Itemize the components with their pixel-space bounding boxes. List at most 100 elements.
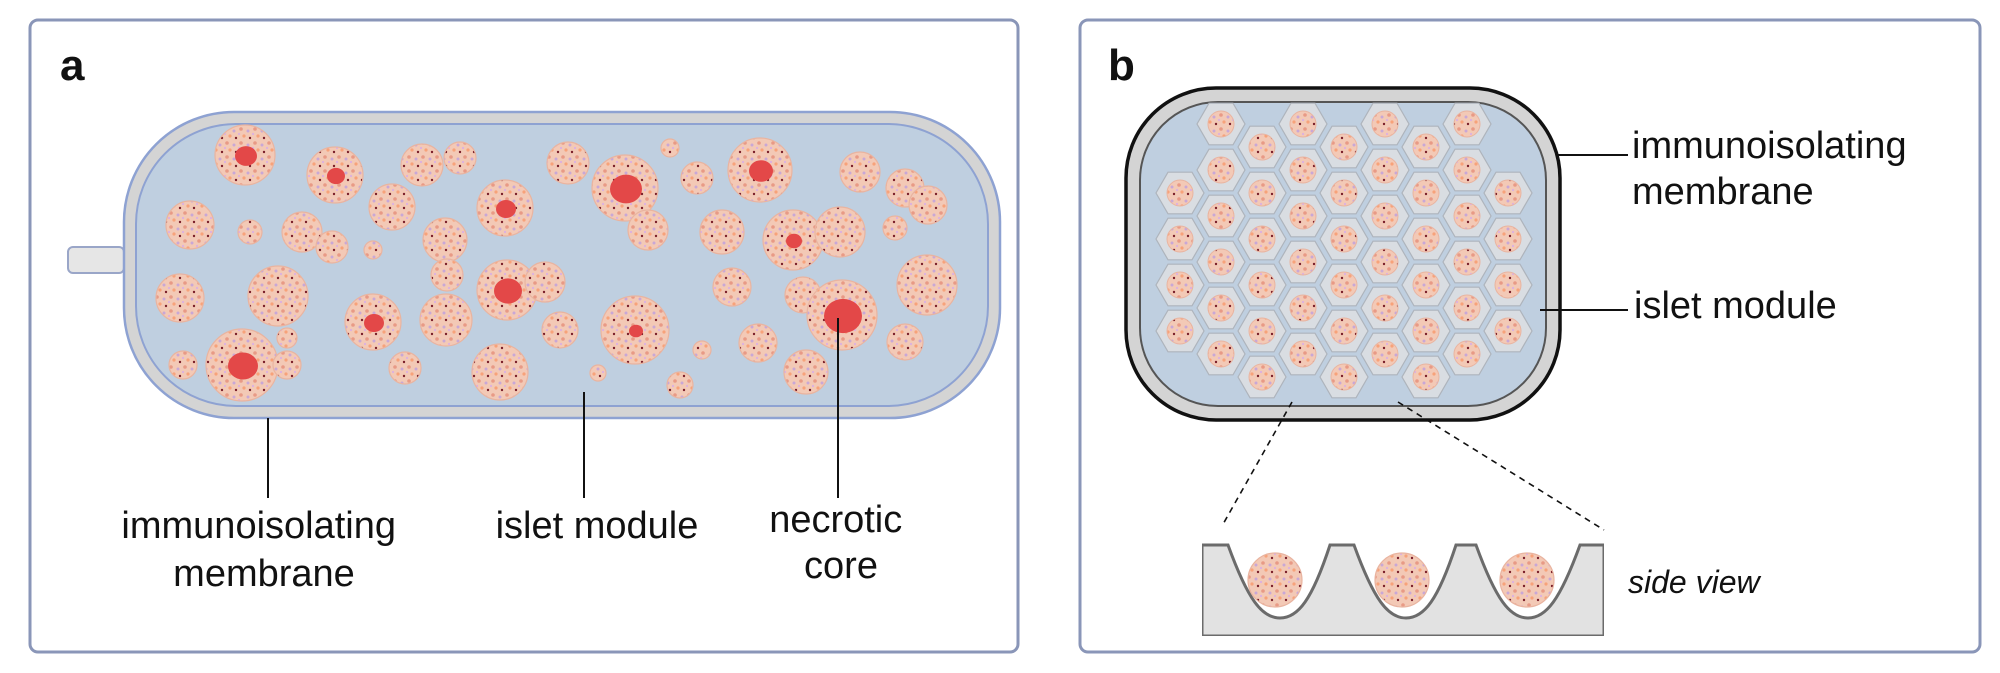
islet [1248,133,1276,161]
hex-well [1278,194,1328,238]
islet [471,343,529,401]
hex-well [1237,355,1287,399]
islet [1494,179,1522,207]
islet [1207,202,1235,230]
islet [1371,294,1399,322]
hex-well [1442,102,1492,146]
islet [692,340,712,360]
islet [712,267,752,307]
islet [806,279,878,351]
islet [1371,110,1399,138]
hex-well [1319,171,1369,215]
necrotic-core [327,167,345,185]
islet [1248,363,1276,391]
hex-well [1401,263,1451,307]
islet [1289,202,1317,230]
islet [762,209,824,271]
hex-well [1401,217,1451,261]
label-b-membrane: immunoisolating membrane [1632,125,1917,213]
islet [1289,248,1317,276]
islet [1494,225,1522,253]
islet [1412,225,1440,253]
side-view-inset [1202,543,1604,636]
hex-well [1237,217,1287,261]
islet [1289,110,1317,138]
islet [1166,271,1194,299]
islet [237,219,263,245]
hex-well [1442,332,1492,376]
islet [1166,179,1194,207]
label-side-view: side view [1628,564,1762,600]
islet [1248,271,1276,299]
necrotic-core [228,352,258,380]
islet [1412,363,1440,391]
islet [1412,133,1440,161]
label-a-membrane: immunoisolating membrane [121,505,406,595]
islet [363,240,383,260]
hex-well [1196,332,1246,376]
hex-well [1237,263,1287,307]
necrotic-core [235,146,257,166]
islet [1499,552,1555,608]
zoom-line-right [1397,401,1605,531]
hex-well [1360,148,1410,192]
label-a-necrotic: necrotic core [769,499,913,587]
panel-b: b immunoisolating membrane islet module … [1078,18,1982,654]
hex-well [1196,240,1246,284]
hex-well [1401,309,1451,353]
islet-cluster-group [155,124,958,402]
islet [1374,552,1430,608]
hex-well [1278,102,1328,146]
islet [1412,317,1440,345]
islet [783,349,829,395]
hexagonal-well-array [1155,102,1533,399]
islet [1453,202,1481,230]
islet [1330,271,1358,299]
islet [1166,225,1194,253]
islet [276,327,298,349]
islet [1412,179,1440,207]
islet [727,137,793,203]
islet [388,351,422,385]
hex-well [1155,217,1205,261]
islet [1371,248,1399,276]
islet [666,371,694,399]
islet [882,215,908,241]
hex-well [1360,102,1410,146]
necrotic-core [629,324,643,338]
islet [1248,179,1276,207]
hex-well [1196,286,1246,330]
islet [1207,294,1235,322]
islet [1371,156,1399,184]
islet [600,295,670,365]
islet [1494,317,1522,345]
islet [1248,225,1276,253]
hex-well [1278,332,1328,376]
outlet-port [67,246,125,274]
islet [400,143,444,187]
islet [1330,133,1358,161]
label-b-module: islet module [1634,285,1837,327]
islet [738,323,778,363]
islet [1453,294,1481,322]
islet [886,323,924,361]
islet [272,350,302,380]
hex-well [1442,194,1492,238]
hex-well [1155,263,1205,307]
islet [1330,179,1358,207]
islet [699,209,745,255]
label-a-module: islet module [496,505,699,547]
side-view-islets [1247,552,1555,608]
hex-well [1237,125,1287,169]
hex-well [1442,240,1492,284]
hex-well [1155,171,1205,215]
hex-well [1360,240,1410,284]
islet [1453,340,1481,368]
islet [247,265,309,327]
islet [1207,110,1235,138]
panel-b-letter: b [1108,41,1135,90]
hex-well [1319,263,1369,307]
necrotic-core [364,314,384,332]
necrotic-core [494,278,522,304]
